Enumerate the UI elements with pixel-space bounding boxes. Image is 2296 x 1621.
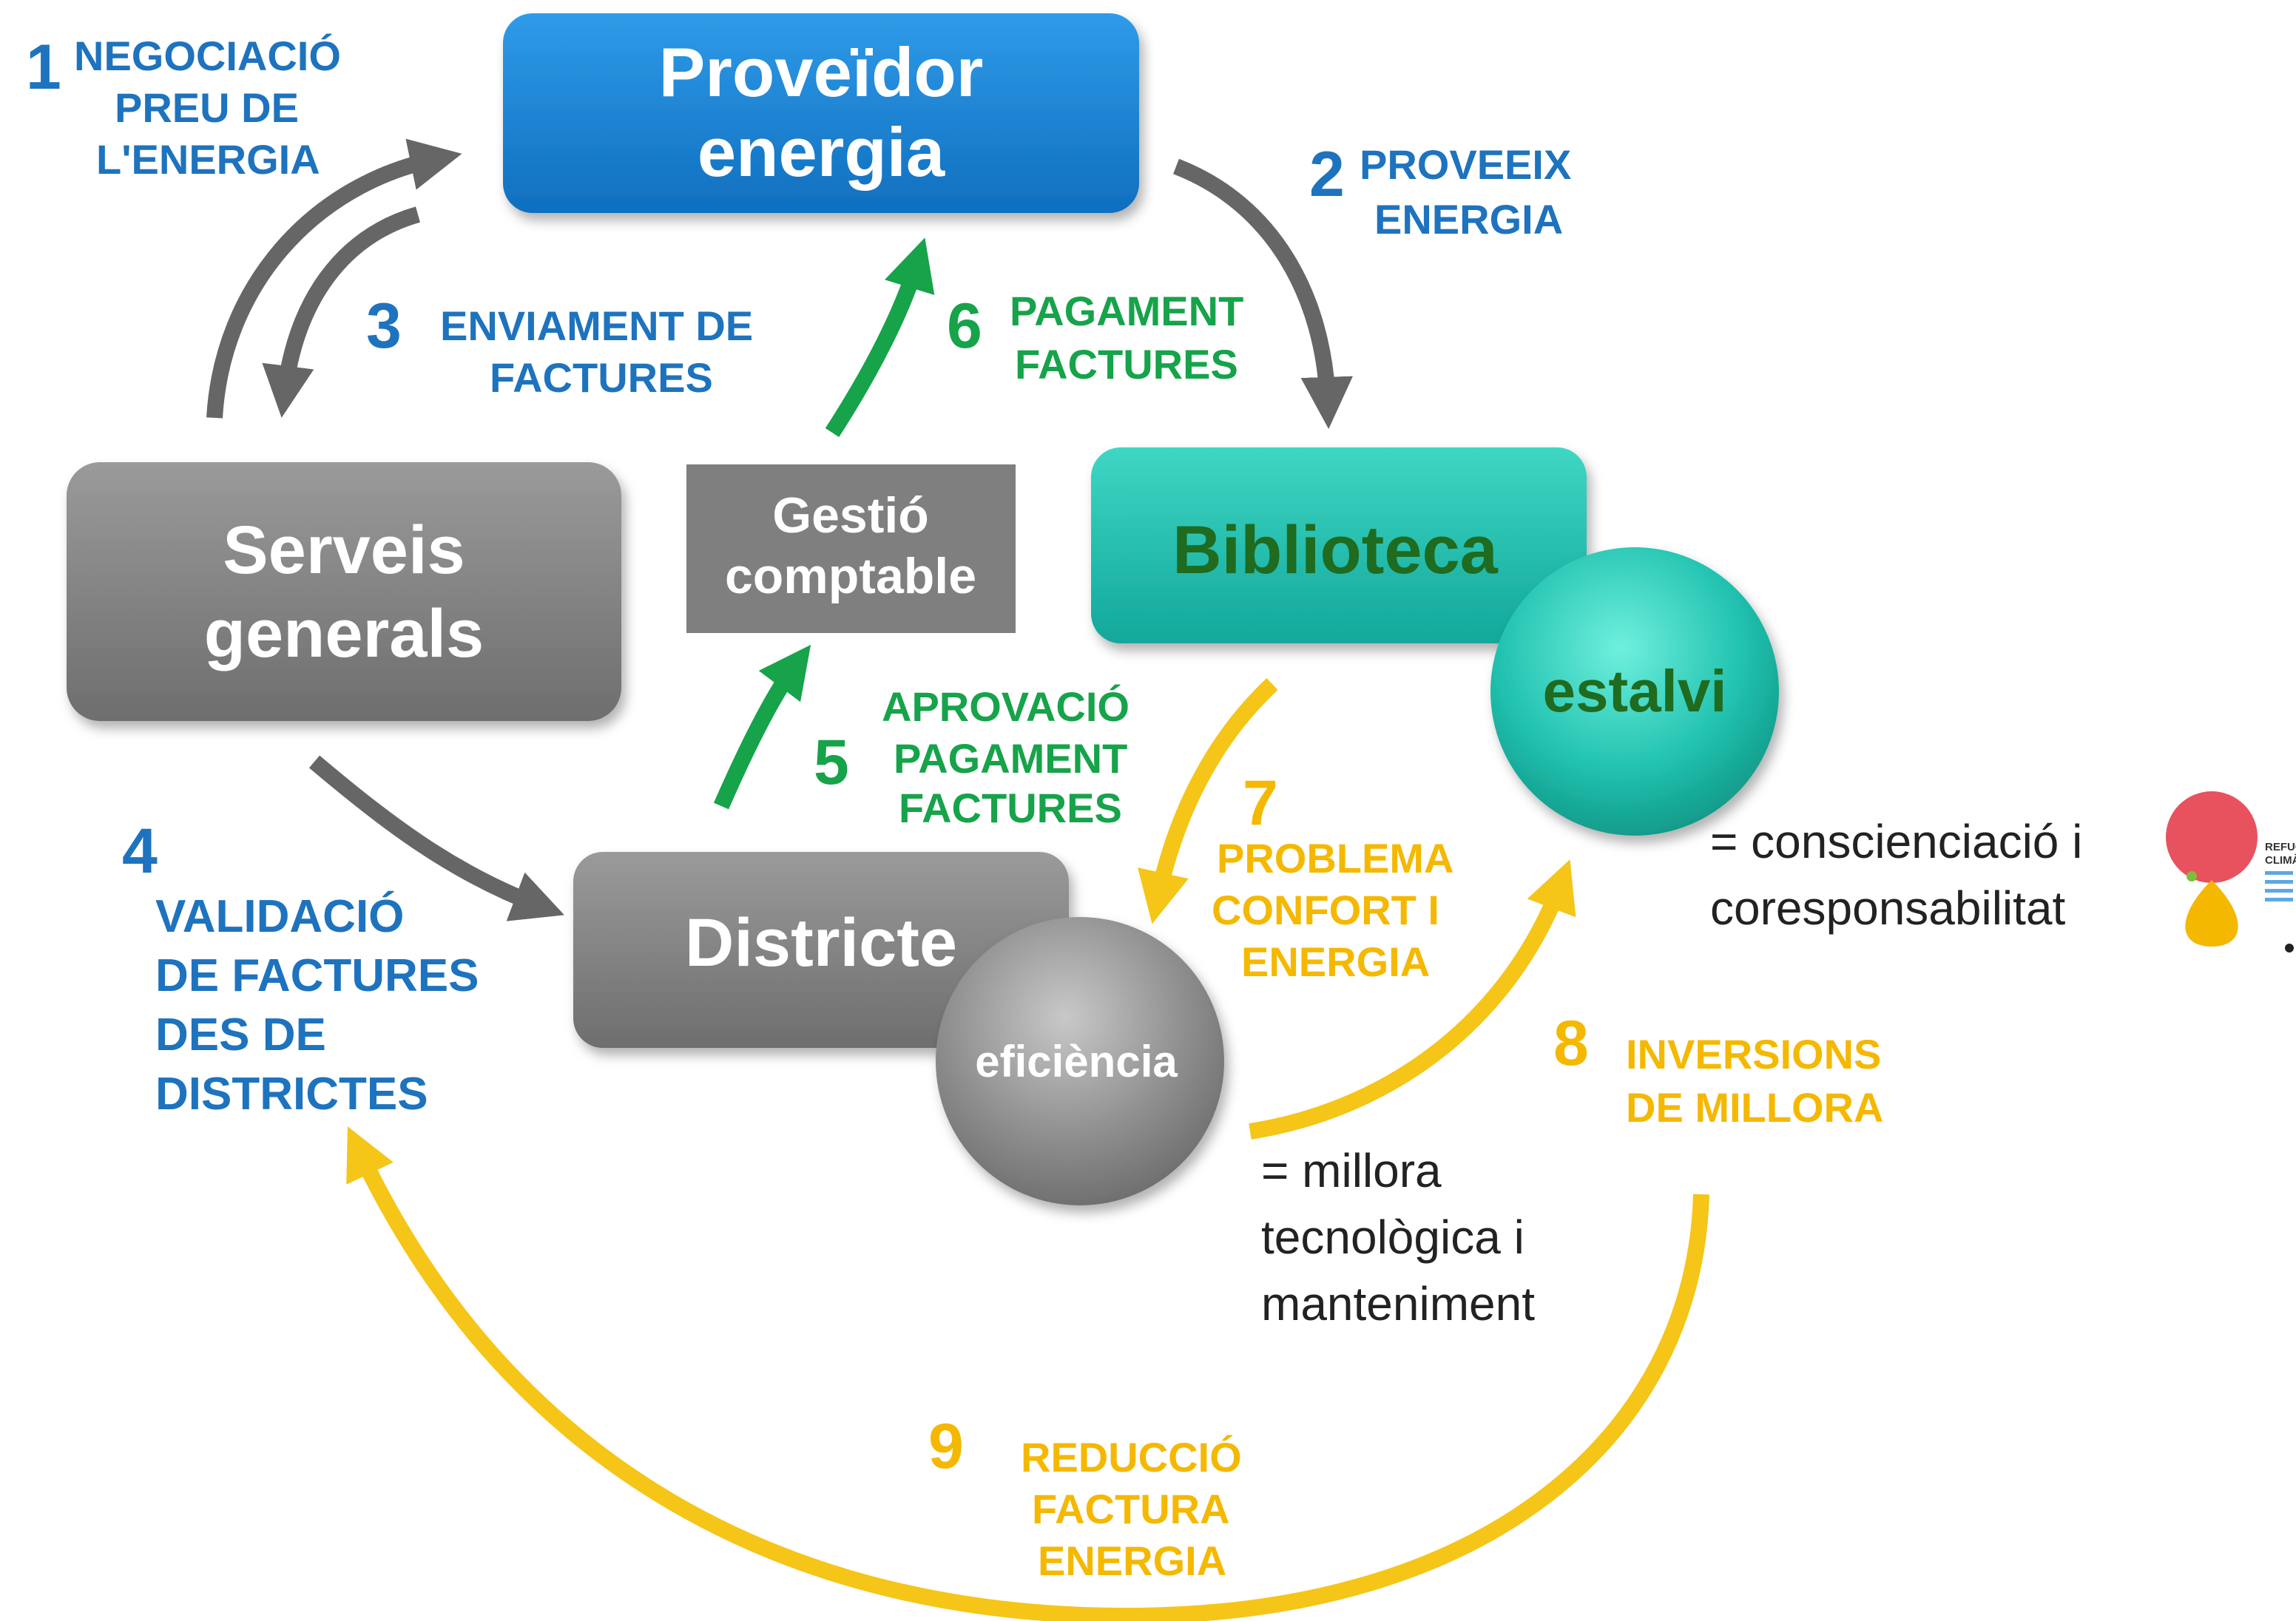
arrow-7-comfort-problem: [1138, 677, 1278, 924]
step-4-number: 4: [122, 816, 158, 887]
district-label: Districte: [685, 905, 957, 981]
note-efficiency-line3: manteniment: [1261, 1277, 1535, 1330]
step-6: 6 PAGAMENT FACTURES: [947, 288, 1243, 388]
provider-line1: Proveïdor: [659, 33, 984, 111]
step-4-line4: DISTRICTES: [155, 1069, 428, 1120]
accounting-line2: comptable: [725, 548, 976, 604]
general-services-line2: generals: [204, 596, 484, 671]
savings-label: estalvi: [1542, 658, 1726, 724]
step-4-line3: DES DE: [155, 1009, 326, 1060]
provider-line2: energia: [698, 113, 945, 191]
step-7-number: 7: [1243, 768, 1278, 839]
step-6-line1: PAGAMENT: [1010, 288, 1243, 334]
step-3: 3 ENVIAMENT DE FACTURES: [366, 291, 753, 401]
circle-efficiency: eficiència: [936, 917, 1224, 1205]
step-9-line1: REDUCCIÓ: [1021, 1434, 1242, 1480]
step-1-number: 1: [26, 32, 61, 103]
arrow-3-invoices: [262, 206, 421, 418]
step-7-line1: PROBLEMA: [1217, 835, 1453, 881]
note-savings-line1: = conscienciació i: [1710, 815, 2082, 868]
step-3-line1: ENVIAMENT DE: [440, 302, 753, 349]
step-4-line2: DE FACTURES: [155, 950, 479, 1001]
circle-savings: estalvi: [1490, 547, 1779, 836]
step-6-number: 6: [947, 291, 982, 362]
logo-line2: CLIMÀTI: [2265, 854, 2296, 867]
step-1: 1 NEGOCIACIÓ PREU DE L'ENERGIA: [26, 32, 341, 183]
box-accounting: Gestió comptable: [686, 464, 1016, 633]
step-5-number: 5: [814, 727, 849, 798]
box-provider: Proveïdor energia: [503, 13, 1139, 213]
step-9-number: 9: [928, 1411, 964, 1482]
note-efficiency-line2: tecnològica i: [1261, 1211, 1525, 1264]
arrow-2-supply: [1173, 158, 1353, 430]
note-savings: = conscienciació i coresponsabilitat: [1710, 815, 2082, 935]
step-3-number: 3: [366, 291, 402, 362]
step-7-line2: CONFORT I: [1212, 887, 1439, 933]
refugi-climatic-logo: REFUGI CLIMÀTI: [2166, 791, 2296, 952]
box-general-services: Serveis generals: [67, 462, 621, 721]
note-efficiency: = millora tecnològica i manteniment: [1261, 1144, 1535, 1330]
step-2-number: 2: [1309, 139, 1345, 210]
step-7-line3: ENERGIA: [1241, 938, 1430, 985]
step-2-line1: PROVEEIX: [1360, 141, 1571, 188]
efficiency-label: eficiència: [975, 1037, 1178, 1086]
step-2-line2: ENERGIA: [1374, 196, 1563, 243]
logo-line1: REFUGI: [2265, 841, 2296, 853]
library-label: Biblioteca: [1172, 512, 1498, 588]
step-2: 2 PROVEEIX ENERGIA: [1309, 139, 1571, 243]
step-3-line2: FACTURES: [490, 354, 713, 401]
arrow-6-payment: [825, 237, 935, 437]
step-4-line1: VALIDACIÓ: [155, 891, 404, 942]
step-6-line2: FACTURES: [1015, 341, 1238, 388]
arrow-9-bill-reduction: [346, 1126, 1709, 1621]
arrow-8-investments: [1249, 859, 1576, 1140]
step-8-line2: DE MILLORA: [1626, 1084, 1883, 1131]
arrow-5-approval: [713, 644, 811, 810]
box-district: Districte: [573, 852, 1069, 1048]
arrows: [206, 138, 1709, 1621]
step-1-line2: PREU DE: [115, 84, 299, 131]
step-9: 9 REDUCCIÓ FACTURA ENERGIA: [928, 1411, 1242, 1584]
step-4: 4 VALIDACIÓ DE FACTURES DES DE DISTRICTE…: [122, 816, 479, 1120]
step-5: 5 APROVACIÓ PAGAMENT FACTURES: [814, 683, 1130, 831]
step-1-line3: L'ENERGIA: [96, 136, 320, 183]
step-1-line1: NEGOCIACIÓ: [74, 33, 341, 79]
step-5-line3: FACTURES: [899, 785, 1122, 831]
step-9-line2: FACTURA: [1032, 1486, 1230, 1532]
step-5-line2: PAGAMENT: [894, 735, 1127, 782]
step-8-number: 8: [1553, 1008, 1589, 1079]
note-savings-line2: coresponsabilitat: [1710, 881, 2066, 935]
step-9-line3: ENERGIA: [1038, 1537, 1226, 1584]
step-7: 7 PROBLEMA CONFORT I ENERGIA: [1212, 768, 1453, 985]
step-5-line1: APROVACIÓ: [882, 683, 1130, 730]
step-8: 8 INVERSIONS DE MILLORA: [1553, 1008, 1883, 1131]
accounting-line1: Gestió: [772, 487, 929, 544]
box-library: Biblioteca: [1091, 447, 1587, 643]
arrow-4-validation: [308, 755, 564, 921]
general-services-line1: Serveis: [223, 512, 465, 588]
note-efficiency-line1: = millora: [1261, 1144, 1442, 1197]
step-8-line1: INVERSIONS: [1626, 1031, 1881, 1077]
arrow-1-negotiation: [206, 138, 462, 419]
